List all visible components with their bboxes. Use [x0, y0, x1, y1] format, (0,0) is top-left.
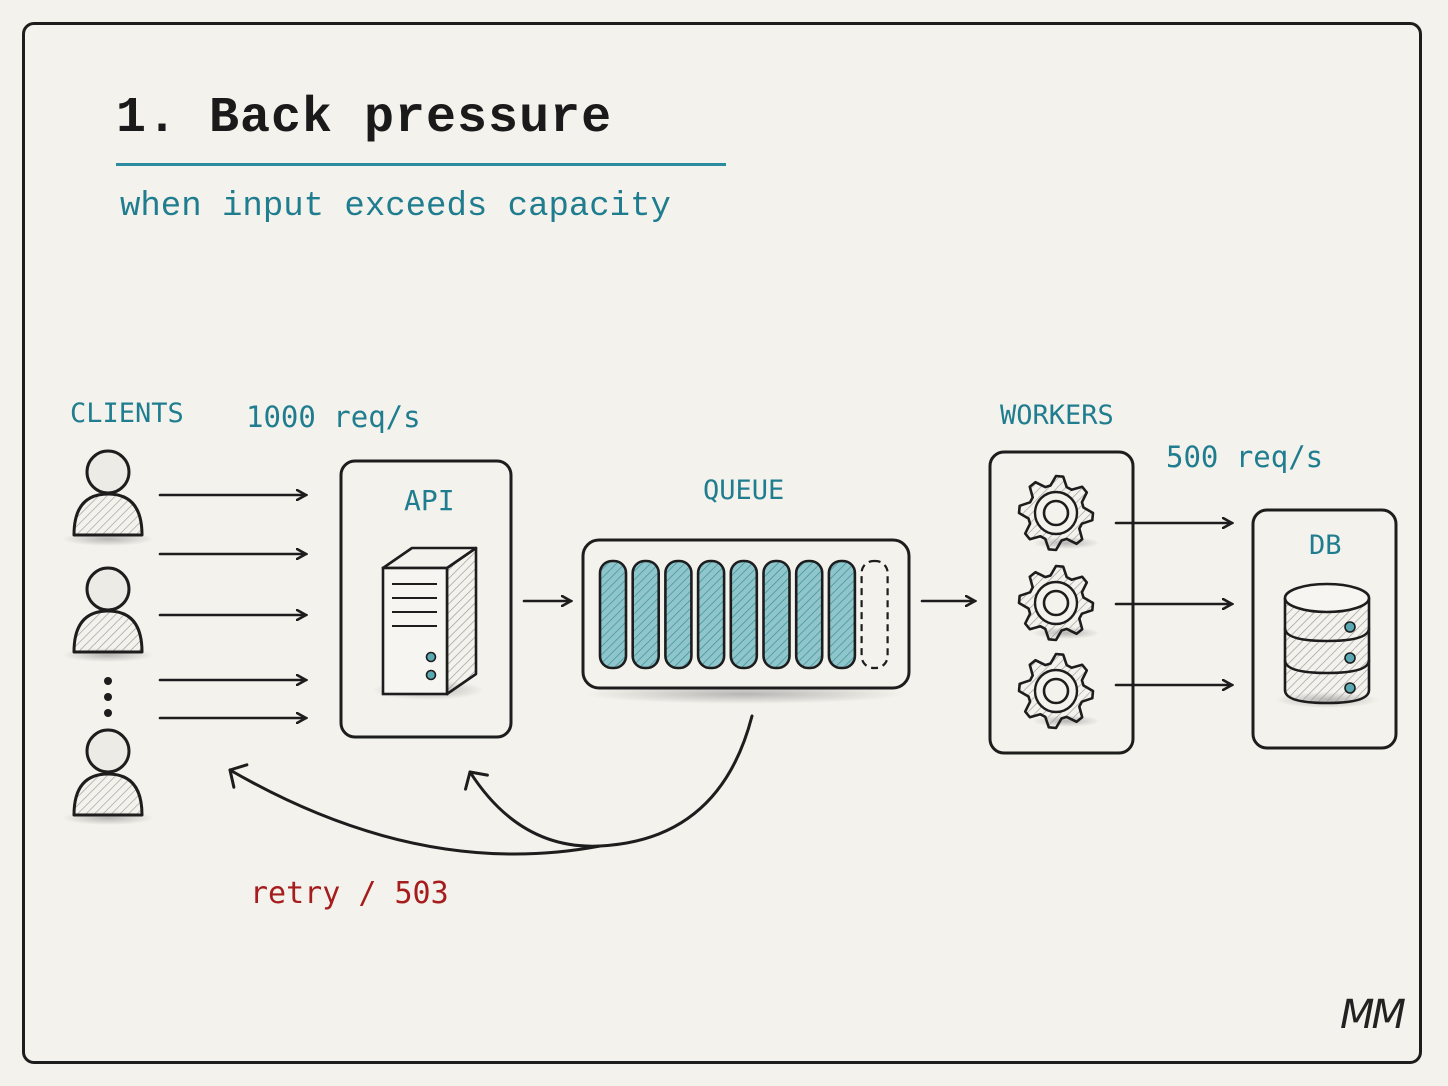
database-icon: [1275, 582, 1379, 708]
workers-box: [988, 450, 1135, 755]
feedback-label: retry / 503: [250, 876, 449, 911]
queue-label: QUEUE: [703, 475, 785, 506]
queue-slot-filled: [598, 559, 628, 670]
retry-to-clients-arrow: [228, 763, 602, 856]
workers-label: WORKERS: [1000, 400, 1114, 431]
client-person-icon: [62, 449, 154, 546]
reject-to-api-arrow: [464, 714, 754, 848]
queue-slot-filled: [827, 559, 857, 670]
queue-slot-filled: [794, 559, 824, 670]
input-rate-label: 1000 req/s: [246, 400, 421, 434]
queue-slot-filled: [696, 559, 726, 670]
server-icon: [372, 546, 484, 700]
title-underline: [116, 163, 726, 166]
page-subtitle: when input exceeds capacity: [120, 188, 671, 226]
signature: MM: [1340, 992, 1406, 1038]
queue-slots: [598, 559, 889, 670]
client-person-icon: [62, 566, 154, 662]
worker-gears: [1017, 474, 1100, 730]
gear-icon: [1017, 474, 1100, 552]
output-rate-label: 500 req/s: [1166, 440, 1324, 474]
card-frame: [22, 22, 1422, 1064]
api-box: [339, 459, 513, 739]
page-title: 1. Back pressure: [116, 90, 613, 147]
queue-slot-filled: [729, 559, 759, 670]
gear-icon: [1017, 564, 1100, 642]
ellipsis-dots: [104, 677, 112, 717]
api-label: API: [404, 484, 455, 517]
db-label: DB: [1309, 530, 1342, 561]
client-person-icon: [62, 728, 154, 825]
clients-label: CLIENTS: [70, 398, 184, 429]
queue-slot-filled: [664, 559, 693, 670]
queue-slot-filled: [762, 559, 791, 670]
db-box: [1251, 508, 1398, 750]
gear-icon: [1017, 652, 1100, 730]
queue-slot-empty: [860, 559, 889, 670]
queue-slot-filled: [631, 559, 661, 670]
